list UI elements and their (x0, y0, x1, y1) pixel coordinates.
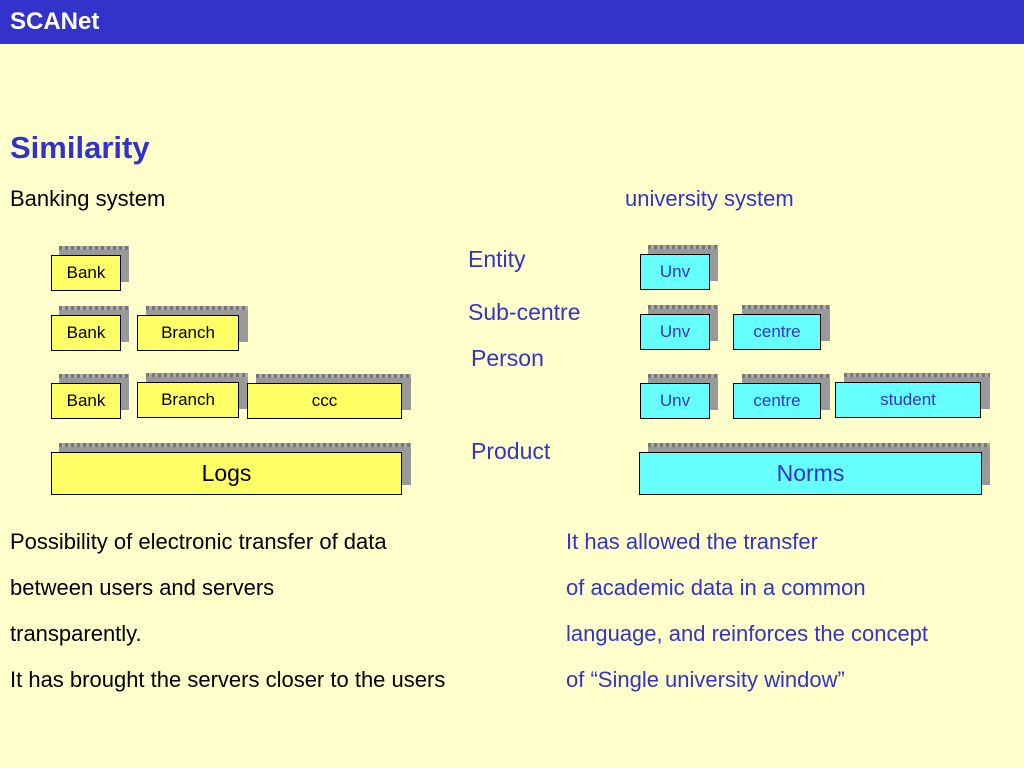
app-title: SCANet (10, 8, 100, 35)
bank-person-ccc-box: ccc (247, 383, 402, 419)
banking-description-line: transparently. (10, 621, 142, 646)
bank-subcentre-branch-box: Branch (137, 315, 239, 351)
banking-description-line: Possibility of electronic transfer of da… (10, 529, 387, 554)
slide-heading: Similarity (10, 130, 150, 165)
university-description: It has allowed the transfer of academic … (566, 519, 928, 703)
university-description-line: of academic data in a common (566, 575, 866, 600)
unv-person-centre-box: centre (733, 383, 821, 419)
bank-product-logs-box: Logs (51, 452, 402, 495)
university-description-line: It has allowed the transfer (566, 529, 818, 554)
category-person: Person (471, 345, 544, 371)
university-description-line: of “Single university window” (566, 667, 845, 692)
category-entity: Entity (468, 246, 526, 272)
bank-person-bank-box: Bank (51, 383, 121, 419)
title-bar: SCANet (0, 0, 1024, 44)
category-product: Product (471, 438, 551, 464)
banking-description-line: between users and servers (10, 575, 275, 600)
unv-person-unv-box: Unv (640, 383, 710, 419)
bank-person-branch-box: Branch (137, 382, 239, 418)
banking-description-line: It has brought the servers closer to the… (10, 667, 446, 692)
university-description-line: language, and reinforces the concept (566, 621, 929, 646)
bank-entity-box: Bank (51, 255, 121, 291)
banking-system-label: Banking system (10, 186, 166, 211)
banking-description: Possibility of electronic transfer of da… (10, 519, 445, 703)
unv-entity-box: Unv (640, 254, 710, 290)
unv-subcentre-unv-box: Unv (640, 314, 710, 350)
university-system-label: university system (625, 186, 794, 211)
category-subcentre: Sub-centre (468, 299, 581, 325)
unv-person-student-box: student (835, 382, 981, 418)
bank-subcentre-bank-box: Bank (51, 315, 121, 351)
unv-product-norms-box: Norms (639, 452, 982, 495)
unv-subcentre-centre-box: centre (733, 314, 821, 350)
